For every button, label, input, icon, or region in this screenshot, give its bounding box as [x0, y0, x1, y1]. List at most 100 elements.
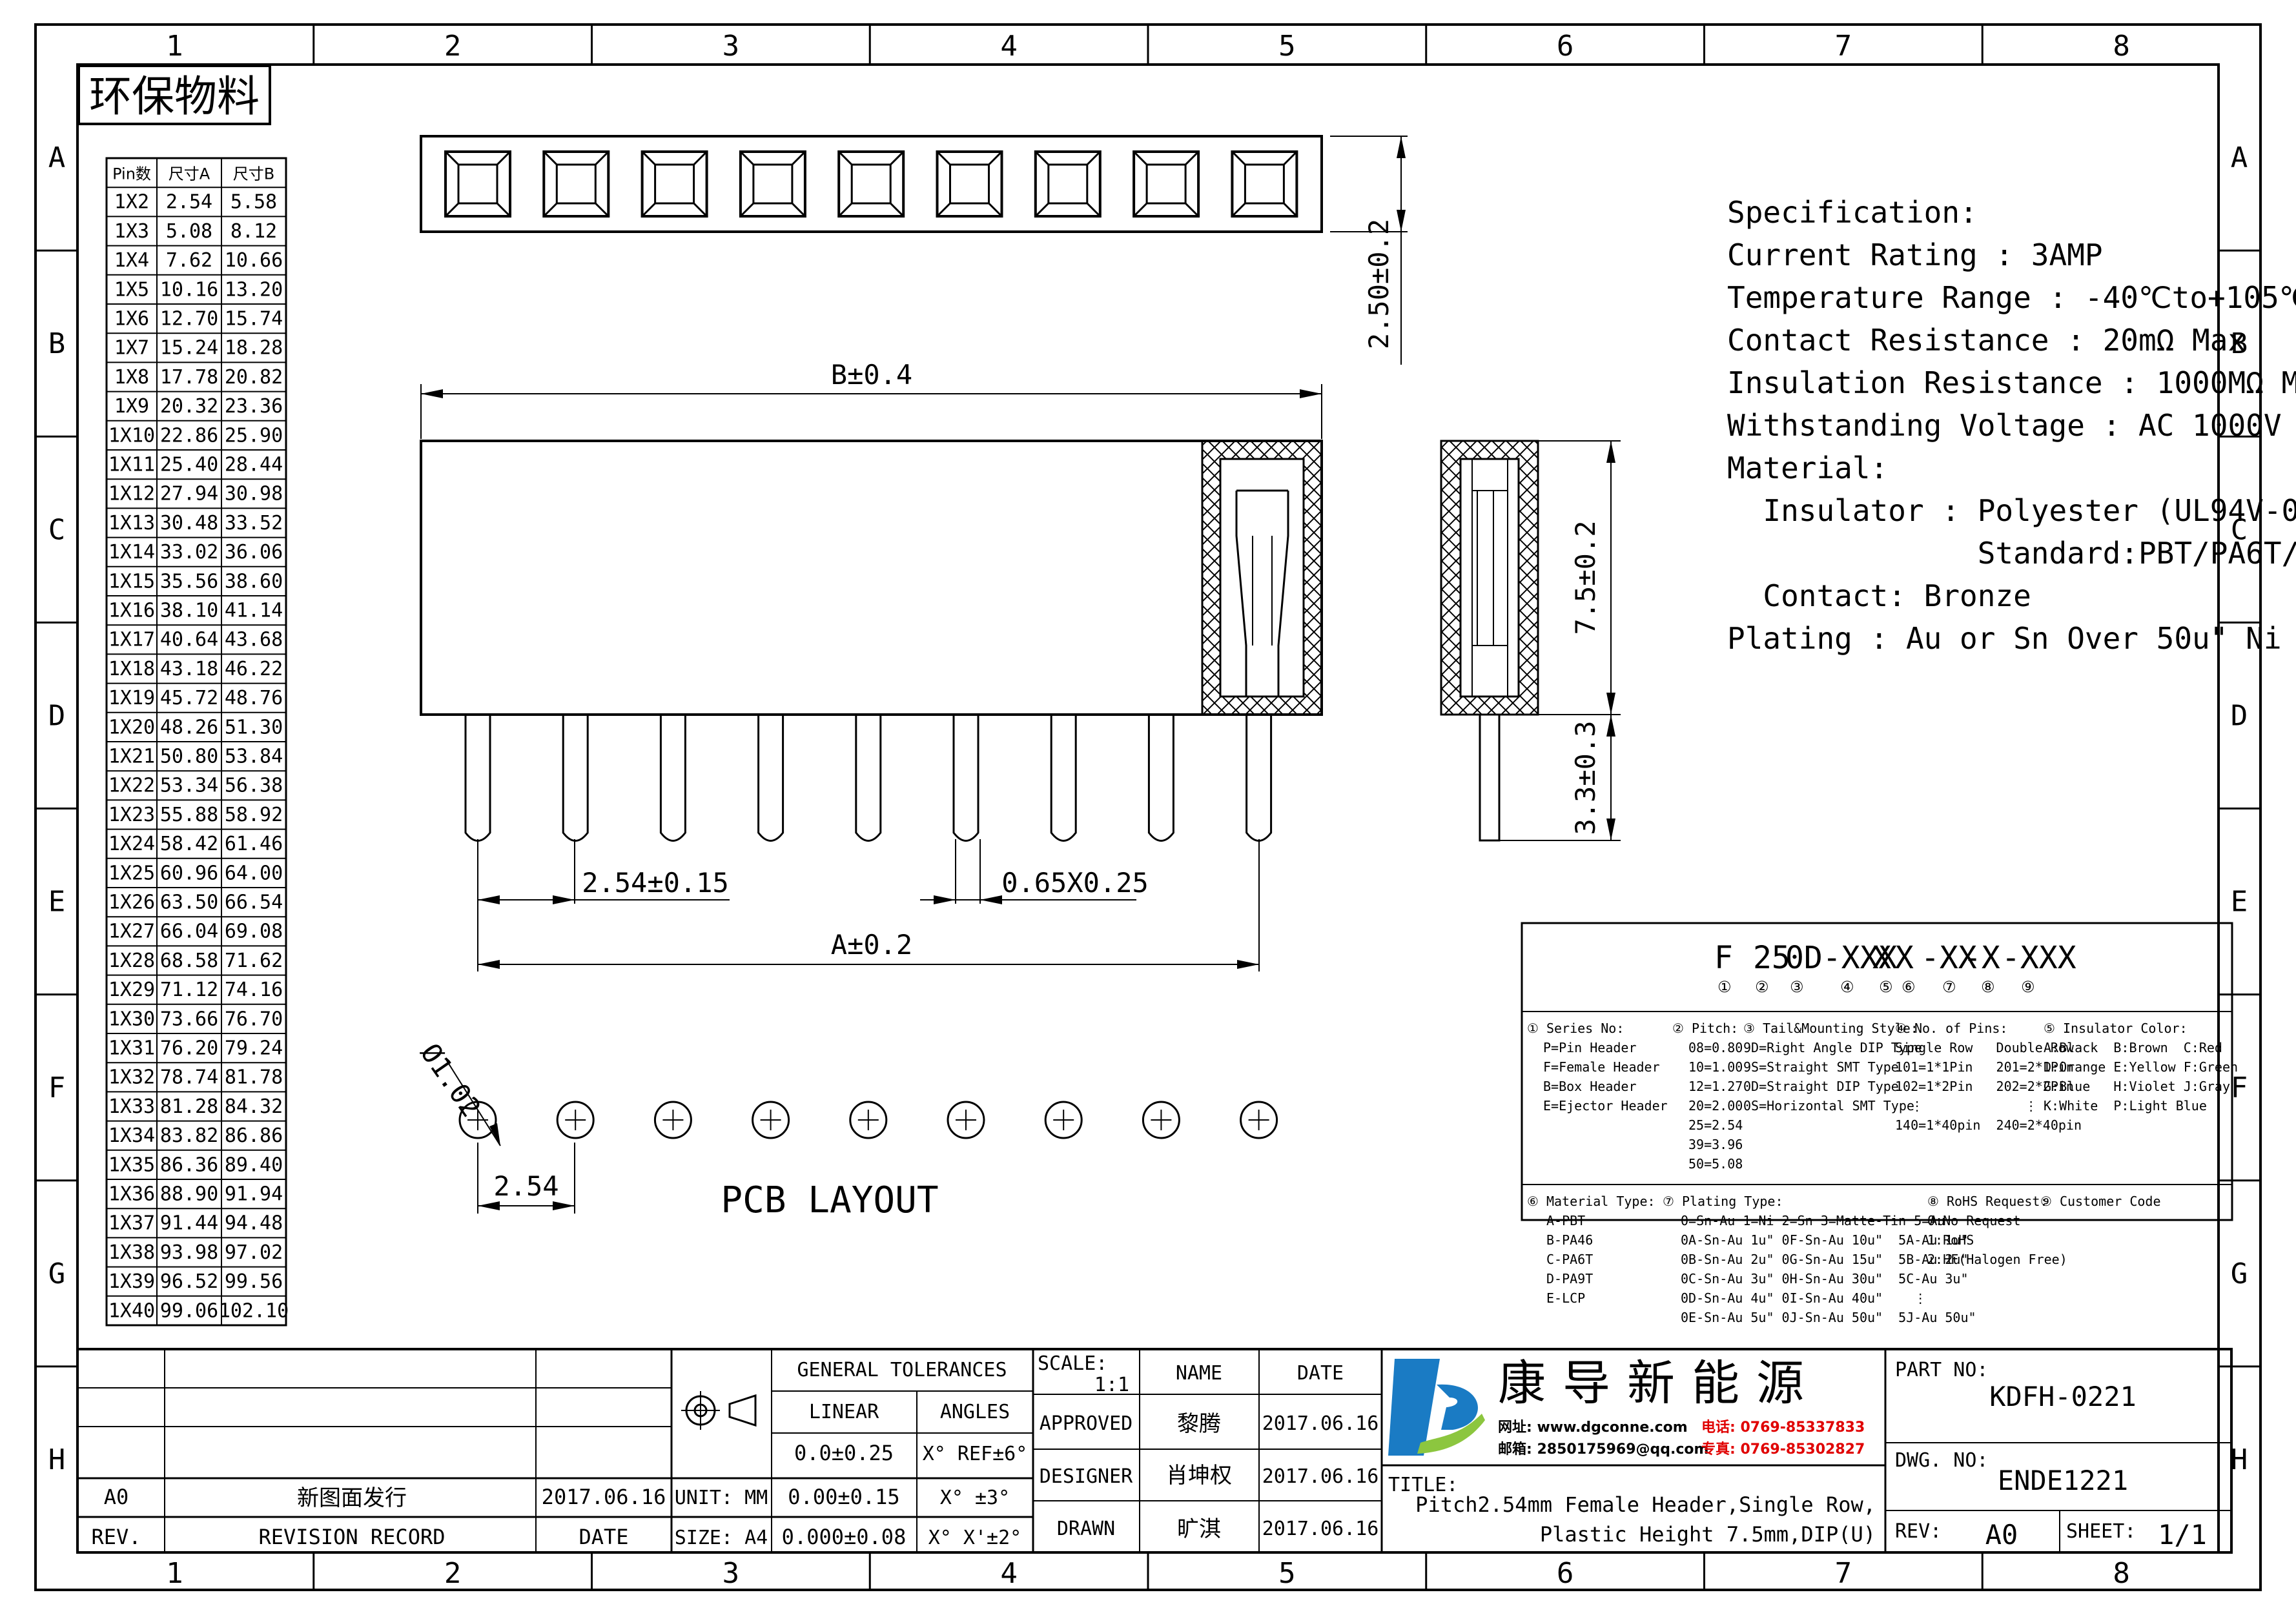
size-table-cell: 22.86: [160, 424, 218, 447]
dim-pitch-label: 2.54±0.15: [582, 867, 729, 899]
size-table-cell: 1X40: [108, 1299, 155, 1322]
size-table-cell: 1X9: [114, 395, 149, 418]
size-table-cell: 97.02: [225, 1241, 283, 1264]
company-mail: 邮箱: 2850175969@qq.com: [1498, 1441, 1708, 1458]
legend-line: K:White P:Light Blue: [2044, 1098, 2207, 1114]
dim-pin-size-label: 0.65X0.25: [1001, 867, 1149, 899]
legend-line: F=Female Header: [1543, 1059, 1660, 1075]
spec-line: Current Rating : 3AMP: [1727, 238, 2103, 272]
size-table-cell: 79.24: [225, 1037, 283, 1060]
approved-date: 2017.06.16: [1262, 1412, 1379, 1435]
front-view-pin: [562, 715, 589, 842]
legend-title: ① Series No:: [1527, 1021, 1624, 1036]
legend-line: 102=1*2Pin 202=2*2Pin: [1895, 1079, 2074, 1094]
size-table-cell: 53.84: [225, 746, 283, 768]
dwg-no-value: ENDE1221: [1998, 1465, 2128, 1496]
front-view-pin: [464, 715, 491, 842]
legend-line: 0D=Straight DIP Type: [1743, 1079, 1899, 1094]
size-table-cell: 1X6: [114, 308, 149, 331]
size-table-cell: 48.76: [225, 687, 283, 709]
size-table-cell: 48.26: [160, 716, 218, 738]
specification: Specification:Current Rating : 3AMPTempe…: [1727, 195, 2296, 656]
size-table-cell: 1X29: [108, 979, 155, 1001]
size-table-cell: 94.48: [225, 1212, 283, 1235]
front-section-cavity: [1219, 458, 1305, 698]
size-table-cell: 1X19: [108, 687, 155, 709]
row-label-left: D: [48, 699, 66, 732]
tol-linear-3: 0.000±0.08: [782, 1525, 907, 1549]
pcb-holes: [458, 1101, 1278, 1139]
spec-line: Plating : Au or Sn Over 50u" Ni: [1727, 621, 2282, 656]
legend-line: 9D=Right Angle DIP Type: [1743, 1040, 1922, 1055]
title-line-2: Plastic Height 7.5mm,DIP(U): [1540, 1522, 1876, 1547]
part-code-segment: -XX: [1921, 940, 1977, 976]
part-code-segment: X: [1895, 940, 1914, 976]
pcb-hole: [458, 1101, 497, 1139]
size-table-cell: 71.62: [225, 950, 283, 972]
front-view: [420, 440, 1323, 842]
legend-line: 0E-Sn-Au 5u" 0J-Sn-Au 50u" 5J-Au 50u": [1681, 1310, 1976, 1325]
size-table-cell: 1X37: [108, 1212, 155, 1235]
size-table-cell: 91.44: [160, 1212, 218, 1235]
size-table-cell: 38.10: [160, 600, 218, 622]
size-table-cell: 68.58: [160, 950, 218, 972]
part-code-number: ④: [1840, 978, 1854, 996]
top-view-cell: [1231, 150, 1298, 218]
front-view-pin: [952, 715, 979, 842]
legend-line: 0A-Sn-Au 1u" 0F-Sn-Au 10u" 5A-Au 1u": [1681, 1232, 1969, 1248]
tol-linear-2: 0.00±0.15: [788, 1485, 899, 1509]
size-table-cell: 84.32: [225, 1095, 283, 1118]
title-line-1: Pitch2.54mm Female Header,Single Row,: [1415, 1492, 1876, 1517]
side-view-cavity: [1459, 458, 1520, 698]
size-table-cell: 1X11: [108, 454, 155, 476]
front-view-pin: [659, 715, 686, 842]
part-code-number: ②: [1755, 978, 1769, 996]
name-header: NAME: [1176, 1362, 1222, 1385]
column-label-bottom: 3: [723, 1557, 740, 1590]
designer-date: 2017.06.16: [1262, 1465, 1379, 1488]
column-label-bottom: 1: [166, 1557, 183, 1590]
legend-title: ⑥ Material Type:: [1527, 1194, 1655, 1209]
dim-body-height-label: 7.5±0.2: [1570, 520, 1601, 635]
size-table-cell: 1X27: [108, 920, 155, 943]
size-table-cell: 53.34: [160, 775, 218, 797]
top-view-cell: [444, 150, 511, 218]
scale-value: 1:1: [1094, 1374, 1129, 1396]
size-table-cell: 46.22: [225, 658, 283, 680]
size-table-cell: 1X24: [108, 833, 155, 855]
size-table-cell: 1X32: [108, 1066, 155, 1089]
title-block: A0 新图面发行 2017.06.16 REV. REVISION RECORD…: [76, 1348, 2233, 1554]
part-code-number: ⑥: [1901, 978, 1916, 996]
front-contact: [1235, 489, 1289, 697]
legend-line: 0=Sn-Au 1=Ni 2=Sn 3=Matte-Tin 5=Au: [1681, 1213, 1945, 1228]
size-table-cell: 86.36: [160, 1154, 218, 1176]
size-table-cell: 17.78: [160, 366, 218, 389]
row-label-left: A: [48, 141, 66, 174]
size-table-cell: 1X8: [114, 366, 149, 389]
size-table-cell: 56.38: [225, 775, 283, 797]
side-view-tail: [1479, 713, 1501, 842]
size-table-cell: 99.06: [160, 1299, 218, 1322]
size-table-cell: 25.40: [160, 454, 218, 476]
size-table-cell: 1X21: [108, 746, 155, 768]
legend-title: ② Pitch:: [1672, 1021, 1738, 1036]
rev-label: REV:: [1895, 1520, 1942, 1543]
size-table-cell: 30.48: [160, 512, 218, 534]
revision-record-header: REVISION RECORD: [259, 1525, 446, 1549]
row-label-left: G: [48, 1257, 66, 1290]
size-table-cell: 1X16: [108, 600, 155, 622]
size-table-header: Pin数: [112, 165, 151, 183]
front-view-pin: [1147, 715, 1174, 842]
size-table-cell: 66.04: [160, 920, 218, 943]
legend-line: D:Orange E:Yellow F:Green: [2044, 1059, 2238, 1075]
dim-pitch: 2.54±0.15: [477, 839, 730, 971]
size-table-cell: 1X26: [108, 891, 155, 914]
size-table-cell: 10.16: [160, 278, 218, 301]
size-table-cell: 43.68: [225, 629, 283, 651]
size-table-cell: 69.08: [225, 920, 283, 943]
part-code-number: ①: [1717, 978, 1732, 996]
size-table-cell: 13.20: [225, 278, 283, 301]
designer-name: 肖坤权: [1166, 1463, 1232, 1489]
